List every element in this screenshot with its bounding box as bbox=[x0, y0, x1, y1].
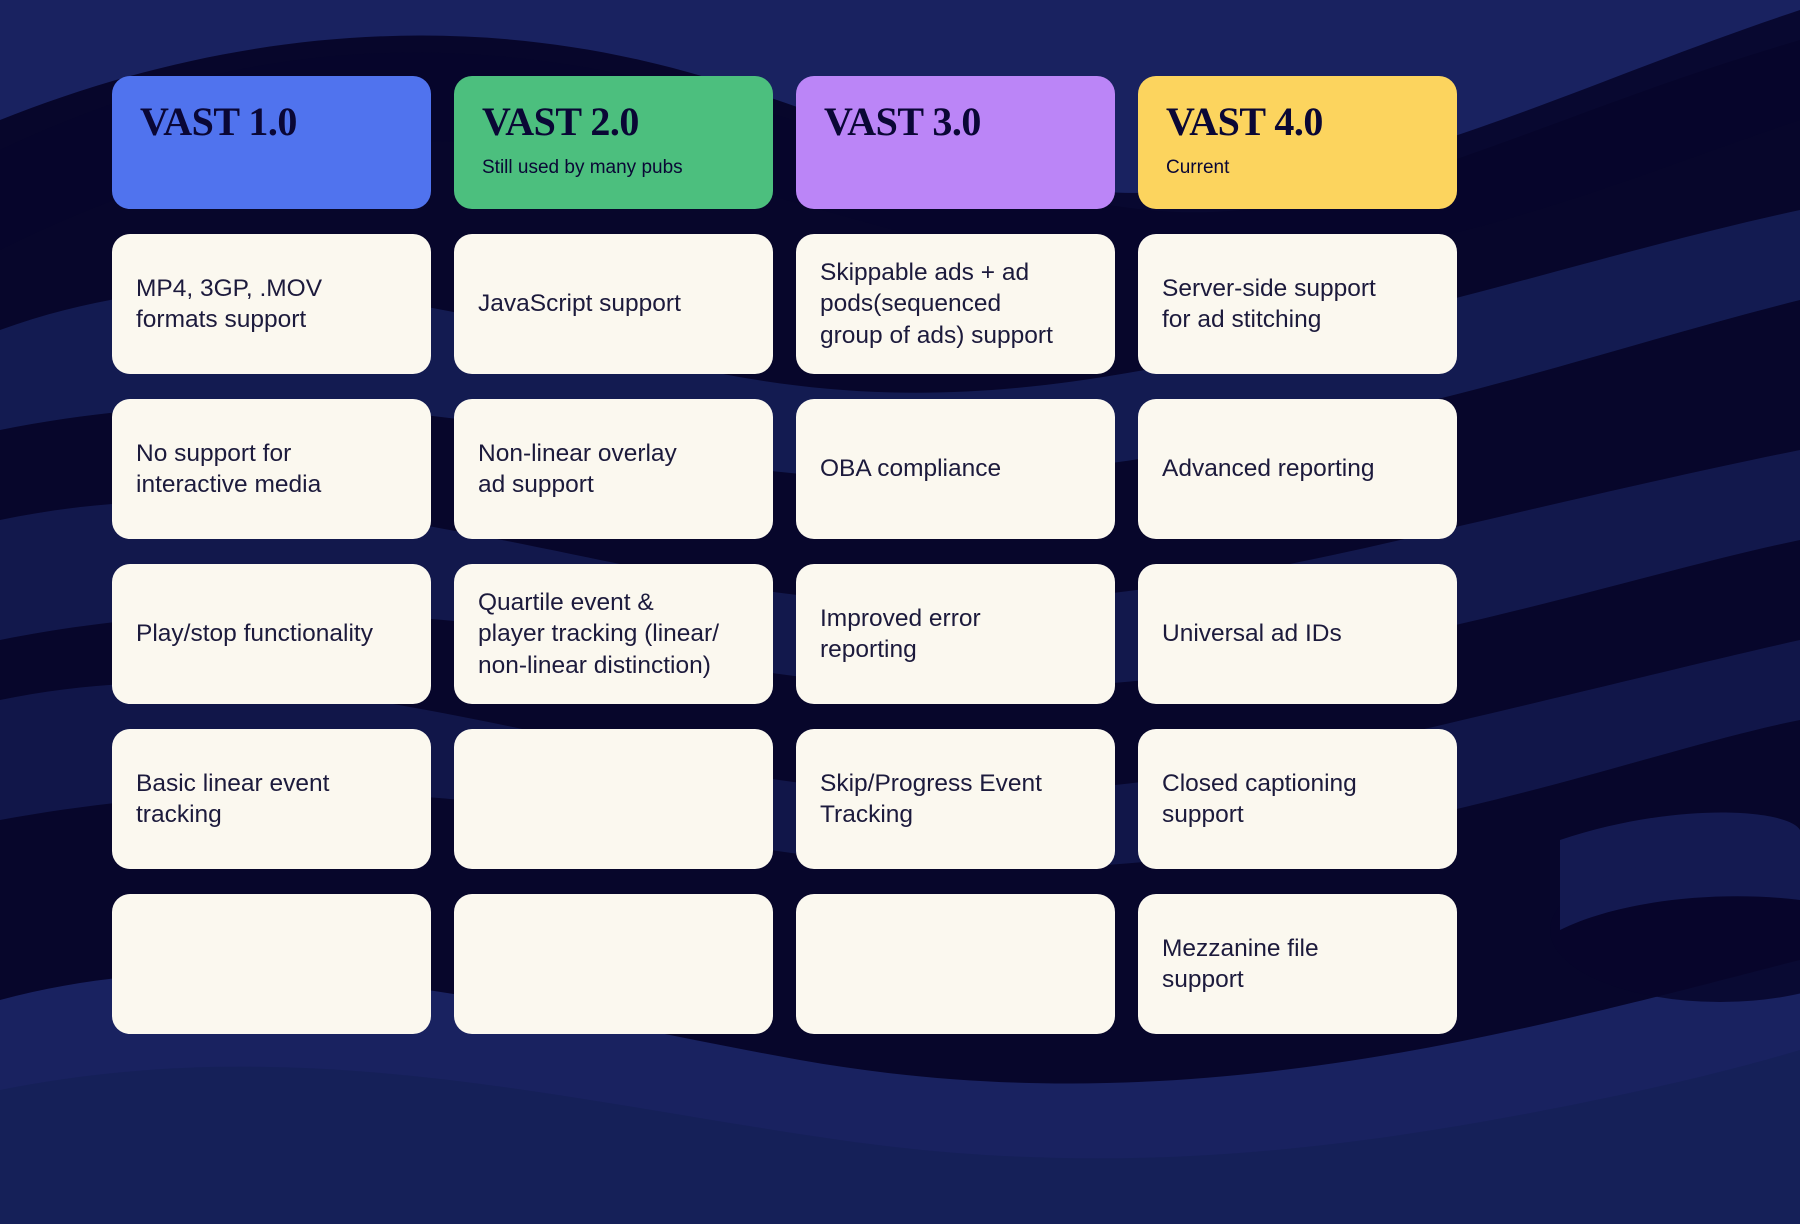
column-title: VAST 1.0 bbox=[140, 99, 297, 144]
feature-cell[interactable]: Universal ad IDs bbox=[1138, 564, 1457, 704]
column-vast-1: VAST 1.0 MP4, 3GP, .MOV formats support … bbox=[112, 76, 431, 1034]
feature-cell[interactable]: Basic linear event tracking bbox=[112, 729, 431, 869]
column-vast-4: VAST 4.0 Current Server-side support for… bbox=[1138, 76, 1457, 1034]
column-vast-3: VAST 3.0 Skippable ads + ad pods(sequenc… bbox=[796, 76, 1115, 1034]
feature-cell[interactable]: Play/stop functionality bbox=[112, 564, 431, 704]
column-header-vast-3[interactable]: VAST 3.0 bbox=[796, 76, 1115, 209]
feature-text: Universal ad IDs bbox=[1162, 620, 1342, 648]
feature-cell[interactable]: MP4, 3GP, .MOV formats support bbox=[112, 234, 431, 374]
feature-text: Quartile event & player tracking (linear… bbox=[478, 588, 720, 679]
feature-cell[interactable]: Mezzanine file support bbox=[1138, 894, 1457, 1034]
feature-cell[interactable]: Skip/Progress Event Tracking bbox=[796, 729, 1115, 869]
feature-cell[interactable]: Server-side support for ad stitching bbox=[1138, 234, 1457, 374]
feature-cell[interactable]: Advanced reporting bbox=[1138, 399, 1457, 539]
column-vast-2: VAST 2.0 Still used by many pubs JavaScr… bbox=[454, 76, 773, 1034]
column-subtitle: Current bbox=[1166, 157, 1230, 178]
feature-text: Skippable ads + ad pods(sequenced group … bbox=[820, 258, 1053, 349]
feature-text: No support for interactive media bbox=[136, 439, 322, 498]
feature-cell-empty[interactable] bbox=[454, 894, 773, 1034]
feature-cell-empty[interactable] bbox=[796, 894, 1115, 1034]
feature-text: Skip/Progress Event Tracking bbox=[820, 769, 1042, 828]
feature-text: JavaScript support bbox=[478, 290, 681, 318]
column-header-vast-4[interactable]: VAST 4.0 Current bbox=[1138, 76, 1457, 209]
feature-cell[interactable]: Improved error reporting bbox=[796, 564, 1115, 704]
feature-cell-empty[interactable] bbox=[454, 729, 773, 869]
feature-cell[interactable]: OBA compliance bbox=[796, 399, 1115, 539]
feature-cell[interactable]: No support for interactive media bbox=[112, 399, 431, 539]
feature-text: Play/stop functionality bbox=[136, 620, 373, 648]
feature-cell[interactable]: Quartile event & player tracking (linear… bbox=[454, 564, 773, 704]
column-header-vast-1[interactable]: VAST 1.0 bbox=[112, 76, 431, 209]
column-header-vast-2[interactable]: VAST 2.0 Still used by many pubs bbox=[454, 76, 773, 209]
feature-text: Advanced reporting bbox=[1162, 455, 1375, 483]
column-subtitle: Still used by many pubs bbox=[482, 157, 683, 178]
feature-cell-empty[interactable] bbox=[112, 894, 431, 1034]
feature-text: Improved error reporting bbox=[820, 604, 981, 663]
feature-text: MP4, 3GP, .MOV formats support bbox=[136, 274, 323, 333]
feature-text: Mezzanine file support bbox=[1162, 934, 1319, 993]
feature-text: Non-linear overlay ad support bbox=[478, 439, 677, 498]
feature-text: Closed captioning support bbox=[1162, 769, 1357, 828]
feature-cell[interactable]: Non-linear overlay ad support bbox=[454, 399, 773, 539]
column-title: VAST 3.0 bbox=[824, 99, 981, 144]
feature-cell[interactable]: Skippable ads + ad pods(sequenced group … bbox=[796, 234, 1115, 374]
column-title: VAST 4.0 bbox=[1166, 99, 1323, 144]
feature-text: OBA compliance bbox=[820, 455, 1002, 483]
feature-text: Server-side support for ad stitching bbox=[1162, 274, 1376, 333]
feature-cell[interactable]: Closed captioning support bbox=[1138, 729, 1457, 869]
feature-text: Basic linear event tracking bbox=[136, 769, 330, 828]
comparison-columns: VAST 1.0 MP4, 3GP, .MOV formats support … bbox=[0, 76, 1800, 1034]
feature-cell[interactable]: JavaScript support bbox=[454, 234, 773, 374]
column-title: VAST 2.0 bbox=[482, 99, 639, 144]
